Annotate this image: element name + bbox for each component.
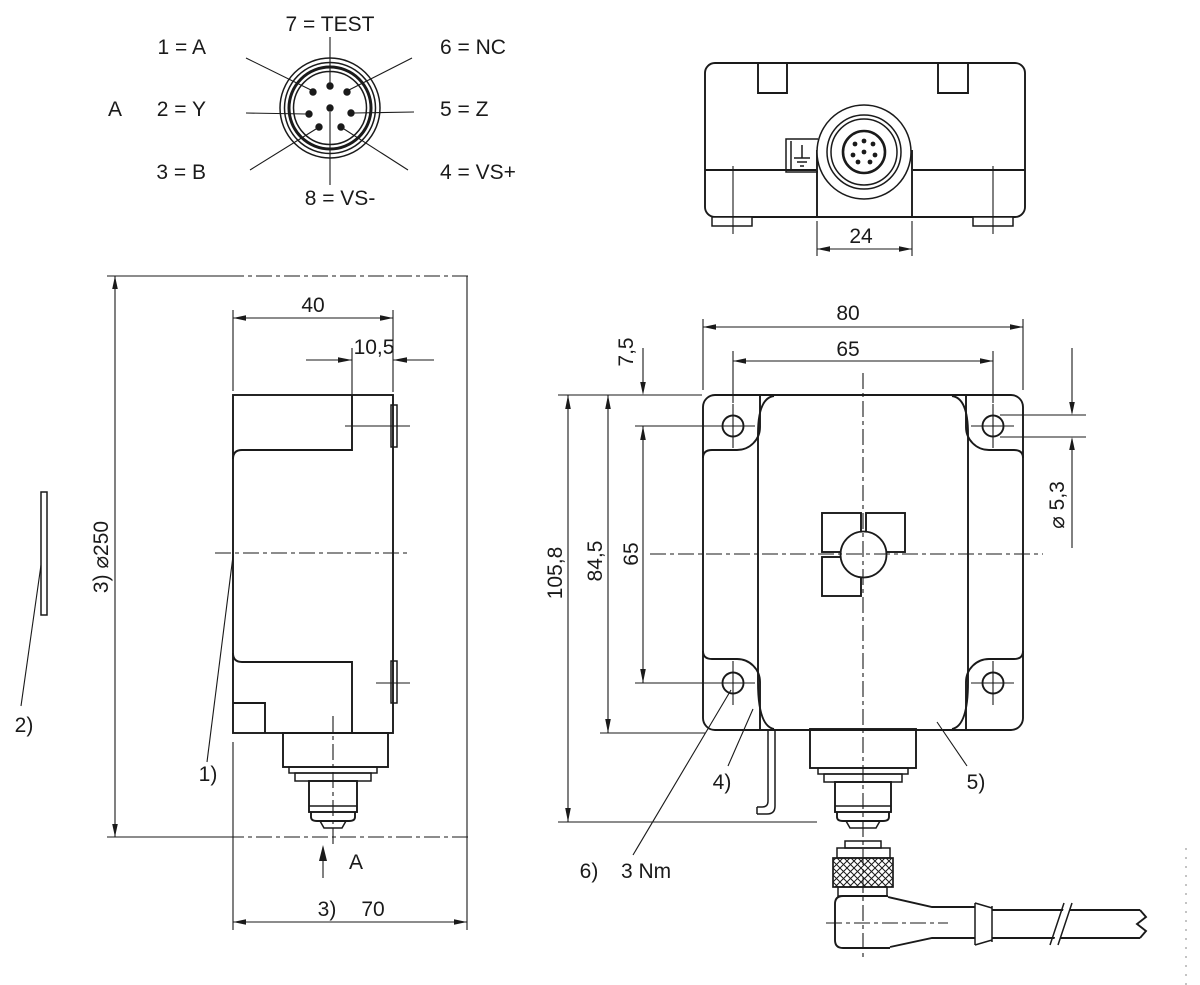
pinout-diagram: 7 = TEST 1 = A 6 = NC A 2 = Y 5 = Z 3 = … (108, 13, 516, 210)
note-2-text: 2) (15, 714, 34, 737)
dim-24-text: 24 (849, 225, 873, 248)
note-4-text: 4) (713, 771, 732, 794)
pin-1-label: 1 = A (158, 36, 206, 59)
clamp-notch-left (757, 63, 788, 94)
pin-4-dot (337, 123, 345, 131)
dim-5-3: ⌀ 5,3 (1000, 348, 1086, 548)
dim-80: 80 (702, 302, 1024, 390)
pin-6-label: 6 = NC (440, 36, 506, 59)
pin-5-dot (347, 109, 355, 117)
elbow-body (834, 895, 890, 949)
pin-3-label: 3 = B (156, 161, 206, 184)
pin-1-dot (309, 88, 317, 96)
leader-note-5 (936, 721, 968, 767)
m12-connector-bottom (816, 104, 912, 200)
side-view-connector (282, 732, 389, 829)
leader-note-2 (20, 564, 42, 707)
cable-end-break (1135, 909, 1148, 939)
dim-10-5: 10,5 (306, 336, 434, 394)
mount-pad-top-right (965, 396, 1024, 459)
leader-note-4 (727, 708, 754, 767)
cover-edge-right (951, 395, 969, 730)
cable-plug (832, 840, 1148, 949)
front-view: 80 65 7,5 65 84,5 (544, 302, 1148, 957)
section-a-text: A (349, 851, 363, 874)
cover-edge-left (757, 395, 775, 730)
note-6-text: 6) (580, 860, 599, 883)
mount-holes (635, 404, 1014, 705)
dim-70-text: 70 (361, 898, 384, 921)
dim-84-5: 84,5 (584, 395, 705, 734)
mount-pad-top-left (702, 396, 761, 459)
dim-40-text: 40 (301, 294, 324, 317)
dim-70: 3) 70 (232, 742, 467, 930)
note-torque-text: 3 Nm (621, 860, 671, 883)
mount-lug-bottom (390, 660, 398, 704)
m12-connector-face (279, 57, 381, 159)
dim-65h-text: 65 (836, 338, 859, 361)
ground-tab (785, 138, 818, 173)
dim-65v-text: 65 (620, 542, 643, 565)
dim-65-v: 65 (620, 426, 646, 683)
earth-icon (794, 145, 810, 167)
dim-7-5-text: 7,5 (615, 337, 638, 366)
side-view-housing (232, 394, 410, 734)
note-1-text: 1) (199, 763, 218, 786)
note-5-text: 5) (967, 771, 986, 794)
dim-84-5-text: 84,5 (584, 541, 607, 582)
dim-5-3-text: ⌀ 5,3 (1046, 481, 1069, 529)
bottom-view: 24 (704, 62, 1026, 256)
pin-5-label: 5 = Z (440, 98, 489, 121)
dim-65-h: 65 (732, 338, 994, 403)
pin-7-dot (326, 82, 334, 90)
dim-40: 40 (232, 294, 394, 392)
pin-2-label: 2 = Y (157, 98, 206, 121)
dim-10-5-text: 10,5 (354, 336, 395, 359)
dim-7-5: 7,5 (615, 337, 646, 395)
dim-80-text: 80 (836, 302, 859, 325)
measuring-wheel-edge (40, 491, 48, 616)
dim-24: 24 (816, 221, 913, 256)
clamp-notch-right (937, 63, 969, 94)
dim-wheel-text: 3) ⌀250 (90, 521, 113, 593)
pin-8-dot (326, 104, 334, 112)
pin-4-label: 4 = VS+ (440, 161, 516, 184)
leader-note-1 (206, 555, 234, 763)
leader-note-6 (632, 689, 732, 856)
ground-bracket (756, 729, 776, 815)
cable-break-gap (1052, 901, 1072, 947)
mount-pad-bottom-left (702, 650, 761, 729)
pin-6-dot (343, 88, 351, 96)
dim-105-8: 105,8 (544, 394, 817, 823)
side-view: 40 10,5 3) ⌀250 3) 70 (15, 275, 470, 930)
pin-7-label: 7 = TEST (286, 13, 375, 36)
bottom-view-housing (704, 62, 1026, 218)
section-arrow-a: A (319, 845, 363, 878)
dim-70-note: 3) (318, 898, 337, 921)
pin-8-label: 8 = VS- (305, 187, 376, 210)
pin-2-dot (305, 110, 313, 118)
mount-pad-bottom-right (965, 650, 1024, 729)
pin-3-dot (315, 123, 323, 131)
foot-left (711, 216, 753, 227)
view-a-label: A (108, 98, 122, 121)
dim-wheel-diameter: 3) ⌀250 (90, 276, 118, 837)
dim-105-8-text: 105,8 (544, 547, 567, 600)
